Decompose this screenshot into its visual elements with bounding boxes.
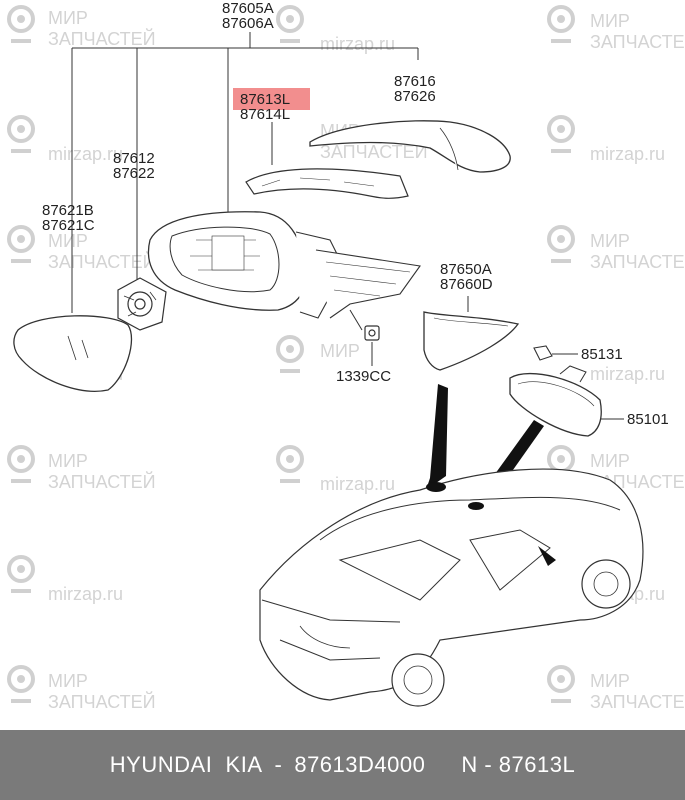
part-label-85131[interactable]: 85131 <box>581 346 623 363</box>
watermark-site: mirzap.ru <box>590 144 666 164</box>
watermark-text: МИР <box>48 8 88 28</box>
watermark-pin-icon <box>547 5 575 43</box>
watermark-text: МИР <box>590 451 630 471</box>
clip <box>533 345 553 361</box>
part-label-87621B[interactable]: 87621B <box>42 202 94 219</box>
watermark-site: mirzap.ru <box>320 34 396 54</box>
watermark-pin-icon <box>276 335 304 373</box>
part-label-87622[interactable]: 87622 <box>113 165 155 182</box>
watermark-text: МИР <box>590 231 630 251</box>
watermark-text: ЗАПЧАСТЕЙ <box>590 32 685 52</box>
watermark-pin-icon <box>7 665 35 703</box>
part-label-87614L[interactable]: 87614L <box>240 106 291 123</box>
part-label-87613L[interactable]: 87613L <box>240 91 291 108</box>
part-label-87612[interactable]: 87612 <box>113 150 155 167</box>
watermark-pin-icon <box>547 225 575 263</box>
watermark-text: ЗАПЧАСТЕЙ <box>48 472 156 492</box>
footer-part-number: 87613D4000 <box>294 752 426 777</box>
parts-diagram: МИР ЗАПЧАСТЕЙ mirzap.ru МИР ЗАПЧАСТЕЙ mi… <box>7 0 685 712</box>
watermark-text: ЗАПЧАСТЕЙ <box>590 252 685 272</box>
footer-bar: HYUNDAI KIA - 87613D4000 N - 87613L <box>0 730 685 800</box>
watermark-text: МИР <box>48 671 88 691</box>
part-label-87626[interactable]: 87626 <box>394 88 436 105</box>
part-label-87621C[interactable]: 87621C <box>42 217 95 234</box>
watermark-site: mirzap.ru <box>48 144 124 164</box>
part-highlight <box>233 88 310 110</box>
watermark-text: ЗАПЧАСТЕЙ <box>48 692 156 712</box>
watermark-text: МИР <box>320 341 360 361</box>
watermark-pin-icon <box>547 115 575 153</box>
part-label-85101[interactable]: 85101 <box>627 411 669 428</box>
mirror-housing <box>147 211 421 331</box>
watermark-pin-icon <box>547 665 575 703</box>
watermark-text: ЗАПЧАСТЕЙ <box>320 142 428 162</box>
watermark-pin-icon <box>276 445 304 483</box>
watermark-text: ЗАПЧАСТЕЙ <box>48 29 156 49</box>
watermark-site: mirzap.ru <box>320 474 396 494</box>
cover-scalp <box>245 168 409 199</box>
watermark-text: ЗАПЧАСТЕЙ <box>48 252 156 272</box>
mirror-glass <box>13 315 133 392</box>
bolt <box>364 325 380 341</box>
watermark-pin-icon <box>7 115 35 153</box>
watermark-pin-icon <box>276 5 304 43</box>
part-label-87605A[interactable]: 87605A <box>222 0 274 17</box>
part-label-87660D[interactable]: 87660D <box>440 276 493 293</box>
rearview-mirror <box>509 365 602 437</box>
watermark-site: mirzap.ru <box>48 584 124 604</box>
footer-brand: HYUNDAI KIA <box>109 752 263 777</box>
part-label-87650A[interactable]: 87650A <box>440 261 492 278</box>
part-label-1339CC[interactable]: 1339CC <box>336 368 392 385</box>
watermark-pin-icon <box>7 555 35 593</box>
car-details <box>426 482 556 566</box>
watermark-text: МИР <box>590 671 630 691</box>
watermark-pin-icon <box>7 225 35 263</box>
line-art <box>13 32 644 707</box>
watermark-text: ЗАПЧАСТЕЙ <box>590 692 685 712</box>
footer-ref: N - 87613L <box>461 752 576 777</box>
part-label-87616[interactable]: 87616 <box>394 73 436 90</box>
car-outline <box>259 468 644 707</box>
watermark-text: МИР <box>48 231 88 251</box>
side-repeater <box>423 311 520 371</box>
cover-cap <box>309 120 511 173</box>
watermark-text: МИР <box>48 451 88 471</box>
watermark-site: mirzap.ru <box>590 364 666 384</box>
watermark-pin-icon <box>7 5 35 43</box>
watermark-pin-icon <box>7 445 35 483</box>
part-label-87606A[interactable]: 87606A <box>222 15 274 32</box>
footer-separator: - <box>274 752 283 777</box>
leader-87605A <box>71 32 419 313</box>
watermark-text: МИР <box>590 11 630 31</box>
mirror-actuator <box>117 277 167 331</box>
